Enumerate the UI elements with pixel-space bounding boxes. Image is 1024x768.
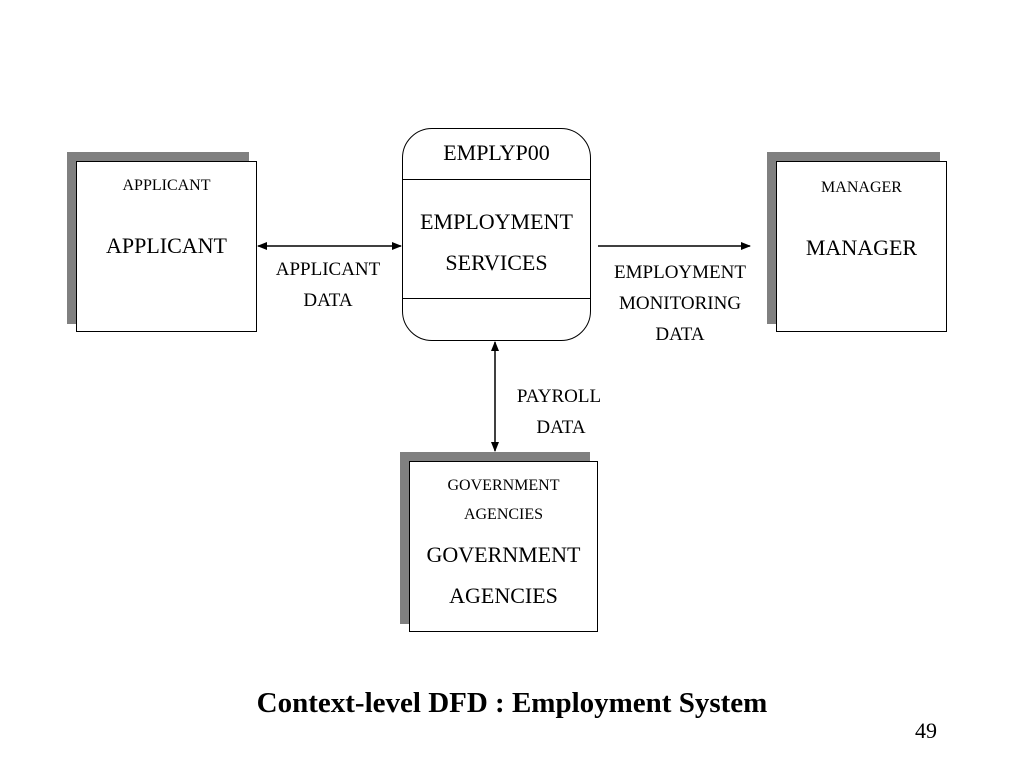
government-entity-id-line-1: GOVERNMENT [447, 477, 560, 494]
employment-monitoring-label-line-3: DATA [655, 324, 705, 345]
process-id: EMPLYP00 [443, 140, 550, 165]
process-bottom-divider [403, 298, 590, 299]
manager-entity: MANAGER MANAGER [776, 161, 947, 332]
process-top-divider [403, 179, 590, 180]
government-entity: GOVERNMENT AGENCIES GOVERNMENT AGENCIES [409, 461, 598, 632]
process-name-line-2: SERVICES [445, 250, 548, 275]
process-name-line-1: EMPLOYMENT [420, 209, 573, 234]
payroll-data-label-line-1: PAYROLL [516, 386, 602, 407]
government-entity-id-line-2: AGENCIES [463, 506, 544, 523]
applicant-entity-label: APPLICANT [105, 233, 227, 258]
government-entity-label-line-1: GOVERNMENT [426, 542, 581, 567]
payroll-data-label: PAYROLL DATA [497, 381, 621, 443]
manager-entity-id-label: MANAGER [821, 179, 902, 196]
applicant-data-label: APPLICANT DATA [258, 254, 398, 316]
employment-services-process: EMPLYP00 EMPLOYMENT SERVICES [402, 128, 591, 341]
diagram-caption: Context-level DFD : Employment System [256, 687, 768, 719]
page-number: 49 [915, 718, 937, 743]
employment-monitoring-data-label: EMPLOYMENT MONITORING DATA [595, 257, 765, 350]
government-entity-label-line-2: AGENCIES [449, 583, 558, 608]
applicant-entity-id-label: APPLICANT [122, 177, 211, 194]
payroll-data-label-line-2: DATA [536, 417, 586, 438]
employment-monitoring-label-line-2: MONITORING [618, 293, 742, 314]
applicant-data-label-line-2: DATA [303, 290, 353, 311]
applicant-data-label-line-1: APPLICANT [275, 259, 381, 280]
employment-monitoring-label-line-1: EMPLOYMENT [614, 262, 746, 283]
applicant-entity: APPLICANT APPLICANT [76, 161, 257, 332]
manager-entity-label: MANAGER [805, 235, 918, 260]
